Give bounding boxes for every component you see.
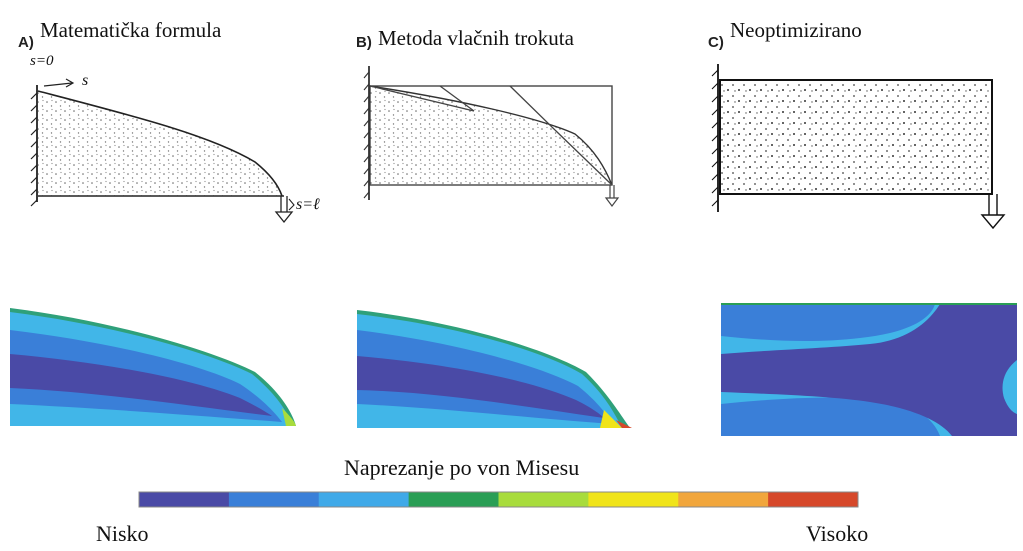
fem-a-tip bbox=[282, 408, 296, 426]
legend-title: Naprezanje po von Misesu bbox=[344, 455, 580, 480]
sketch-b-shape bbox=[370, 86, 612, 185]
panel-a-letter: A) bbox=[18, 34, 34, 51]
fem-c-edge-notch bbox=[1002, 360, 1017, 414]
legend-low-label: Nisko bbox=[96, 521, 149, 546]
sketch-b bbox=[363, 66, 620, 207]
color-scale-segment bbox=[408, 492, 500, 507]
load-arrow-a bbox=[274, 196, 294, 224]
color-scale-segment bbox=[678, 492, 769, 507]
panel-b-letter: B) bbox=[356, 34, 372, 51]
fem-b-tip-1 bbox=[600, 410, 622, 428]
sketch-b-frame bbox=[369, 85, 613, 186]
panel-a-title: Matematička formula bbox=[40, 18, 222, 42]
color-scale-segment bbox=[139, 492, 230, 507]
sketch-b-curve bbox=[369, 85, 613, 186]
load-arrow-c bbox=[980, 194, 1006, 230]
panel-c-letter: C) bbox=[708, 34, 724, 51]
panel-b-title: Metoda vlačnih trokuta bbox=[378, 26, 574, 50]
label-s-end: s=ℓ bbox=[296, 196, 320, 213]
color-scale-segment bbox=[228, 492, 320, 507]
color-scale-frame bbox=[138, 491, 859, 508]
sketch-a bbox=[30, 78, 295, 224]
sketch-a-wall-hatch bbox=[30, 92, 38, 207]
sketch-a-shape bbox=[38, 91, 282, 196]
tension-triangles bbox=[369, 85, 613, 186]
fem-result-b bbox=[357, 310, 632, 428]
sketch-b-wall-hatch bbox=[363, 71, 370, 199]
sketch-c-shape bbox=[719, 79, 993, 195]
fem-result-c bbox=[721, 303, 1017, 436]
sketch-c bbox=[711, 64, 1006, 230]
fem-c-top-band bbox=[721, 304, 935, 342]
color-scale-segment bbox=[318, 492, 410, 507]
label-s-axis: s bbox=[82, 72, 89, 89]
s-end-marker bbox=[288, 198, 295, 211]
panel-c-title: Neoptimizirano bbox=[730, 18, 862, 42]
color-scale-segment bbox=[588, 492, 679, 507]
color-scale bbox=[139, 492, 859, 507]
fem-c-bottom-band bbox=[721, 397, 940, 436]
fem-a-band-3 bbox=[10, 354, 272, 416]
sketch-c-wall-hatch bbox=[711, 69, 719, 207]
fem-b-tip-2 bbox=[616, 420, 632, 428]
sketch-a-outline bbox=[37, 90, 283, 197]
fem-c-core bbox=[721, 304, 1017, 436]
legend-high-label: Visoko bbox=[806, 521, 869, 546]
color-scale-segment bbox=[498, 492, 589, 507]
fem-result-a bbox=[10, 308, 296, 426]
color-scale-segment bbox=[768, 492, 859, 507]
label-s-zero: s=0 bbox=[30, 53, 54, 69]
fem-b-band-3 bbox=[357, 356, 604, 418]
load-arrow-b bbox=[604, 185, 620, 207]
s-arrow bbox=[43, 78, 75, 88]
